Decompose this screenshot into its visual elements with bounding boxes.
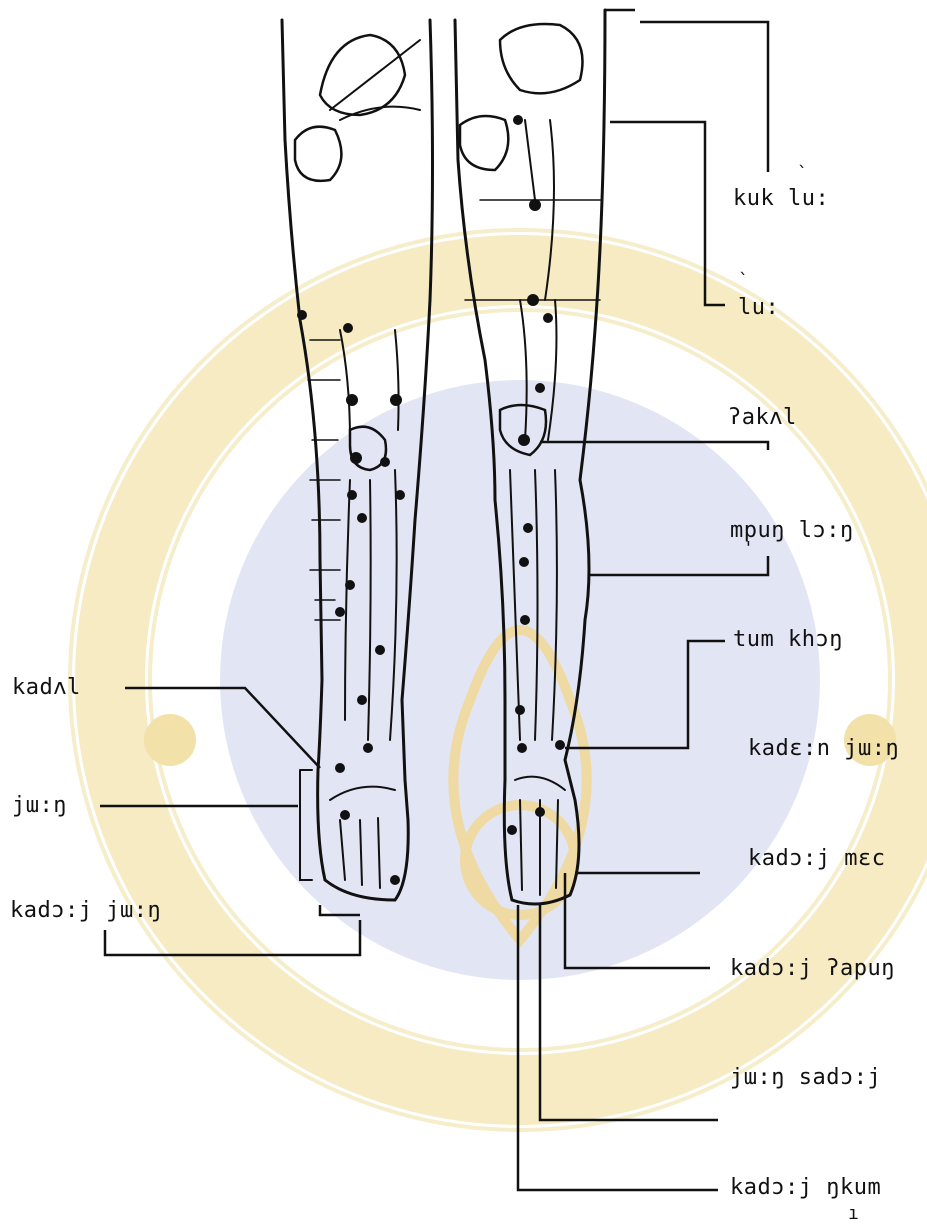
- label-kuk-lu: kuk lu:: [733, 186, 829, 211]
- label-kadooj-jwng: kadɔ:j jɯ:ŋ: [10, 898, 161, 923]
- label-akal: ʔakʌl: [728, 405, 797, 430]
- label-tum-khong: tum khɔŋ: [733, 627, 843, 652]
- label-kadooj-apung: kadɔ:j ʔapuŋ: [730, 956, 895, 981]
- tone-mark-nkum: ı: [848, 1205, 859, 1223]
- label-jwng: jɯ:ŋ: [12, 793, 67, 818]
- label-kadal: kadʌl: [12, 675, 81, 700]
- label-kadeen-jwng: kadɛ:n jɯ:ŋ: [748, 736, 899, 761]
- watermark-seal: [70, 230, 927, 1130]
- tone-mark-mpung: ': [743, 540, 754, 558]
- tone-mark-lu: `: [738, 272, 749, 290]
- label-lu: lu:: [738, 295, 779, 320]
- tone-mark-kuk-lu: `: [797, 165, 808, 183]
- label-kadooj-mec: kadɔ:j mɛc: [748, 846, 885, 871]
- label-jwng-sadooj: jɯ:ŋ sadɔ:j: [730, 1065, 881, 1090]
- label-kadooj-nkum: kadɔ:j ŋkum: [730, 1175, 881, 1200]
